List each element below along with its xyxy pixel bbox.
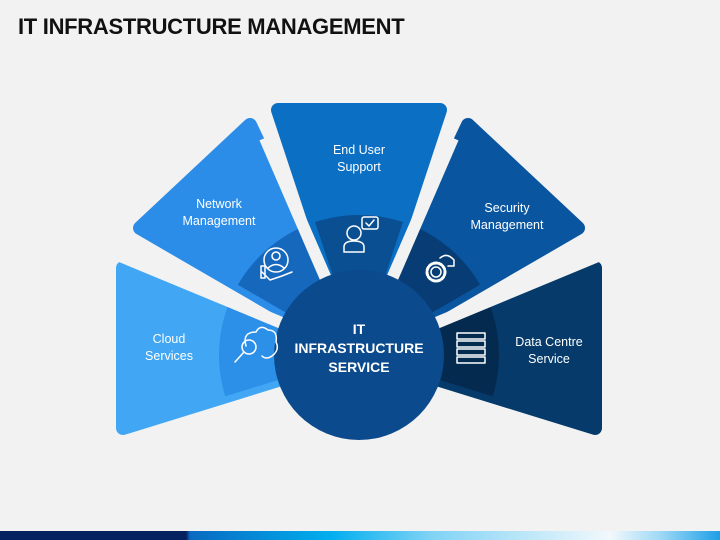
team-handshake-gear-icon bbox=[260, 247, 293, 281]
label-line: Data Centre bbox=[515, 335, 583, 349]
center-label-line: SERVICE bbox=[328, 359, 390, 375]
label-line: Services bbox=[145, 349, 193, 363]
center-label: IT INFRASTRUCTURE SERVICE bbox=[289, 320, 429, 377]
label-line: Management bbox=[182, 214, 256, 228]
slide-title: IT INFRASTRUCTURE MANAGEMENT bbox=[18, 14, 405, 39]
center-label-line: IT bbox=[352, 321, 366, 337]
bottom-accent-bar bbox=[0, 531, 720, 540]
label-line: Support bbox=[337, 160, 381, 174]
label-line: Network bbox=[196, 197, 242, 211]
label-line: Security bbox=[484, 201, 530, 215]
label-line: Management bbox=[470, 218, 544, 232]
end-user-support-label: End User Support bbox=[294, 142, 424, 176]
label-line: End User bbox=[332, 143, 386, 157]
cloud-search-icon bbox=[234, 326, 279, 363]
gear-shield-icon bbox=[425, 254, 455, 283]
user-support-chat-icon bbox=[343, 216, 379, 253]
center-circle bbox=[274, 270, 444, 440]
data-centre-service-label: Data Centre Service bbox=[484, 334, 614, 368]
network-management-label: Network Management bbox=[154, 196, 284, 230]
security-management-label: Security Management bbox=[442, 200, 572, 234]
label-line: Service bbox=[528, 352, 570, 366]
server-rack-icon bbox=[456, 332, 486, 364]
center-label-line: INFRASTRUCTURE bbox=[294, 340, 424, 356]
label-line: Cloud bbox=[152, 332, 186, 346]
cloud-services-label: Cloud Services bbox=[104, 331, 234, 365]
